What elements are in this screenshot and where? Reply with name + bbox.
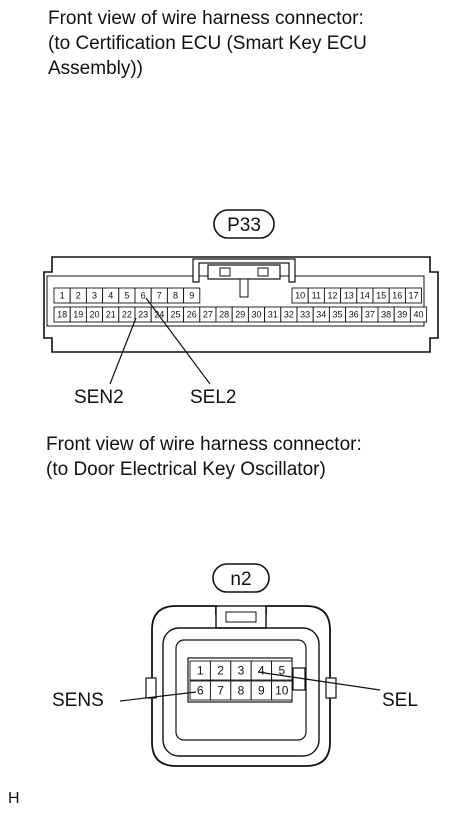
label-sel2: SEL2	[190, 387, 237, 408]
pin-number: 38	[381, 310, 391, 320]
pin-number: 13	[344, 291, 354, 301]
pin-number: 14	[360, 291, 370, 301]
leader-line-sel2	[145, 297, 211, 385]
pin-number: 18	[57, 310, 67, 320]
pin-number: 10	[295, 291, 305, 301]
connector-p33-lock-slot-right	[257, 267, 269, 277]
pin-number: 34	[316, 310, 326, 320]
pin-number: 3	[92, 291, 97, 301]
connector-n2-cavity	[175, 639, 307, 741]
pin-number: 7	[157, 291, 162, 301]
pin-cavity	[183, 287, 201, 304]
connector-n2-inner-wall	[162, 627, 320, 757]
pin-cavity	[271, 680, 293, 701]
pin-number: 12	[327, 291, 337, 301]
pin-number: 33	[300, 310, 310, 320]
caption-oscillator-line2: (to Door Electrical Key Oscillator)	[46, 459, 326, 480]
caption-ecu-line2: (to Certification ECU (Smart Key ECU	[48, 33, 367, 54]
connector-code-badge-n2	[212, 563, 270, 593]
pin-number: 29	[235, 310, 245, 320]
leader-line-sel	[257, 671, 381, 691]
caption-ecu-connector: Front view of wire harness connector: (t…	[48, 6, 367, 81]
pin-number: 3	[238, 664, 245, 678]
pin-number: 7	[217, 684, 224, 698]
connector-p33-lock-slot-left	[219, 267, 231, 277]
pin-number: 2	[217, 664, 224, 678]
pin-number: 17	[408, 291, 418, 301]
connector-n2-latch-inner	[225, 611, 257, 623]
pin-number: 8	[238, 684, 245, 698]
pin-number: 40	[413, 310, 423, 320]
pin-number: 16	[392, 291, 402, 301]
leader-line-sen2	[109, 317, 137, 385]
pin-number: 36	[349, 310, 359, 320]
pin-number: 25	[170, 310, 180, 320]
pin-number: 5	[124, 291, 129, 301]
label-sel: SEL	[382, 690, 418, 711]
pin-number: 15	[376, 291, 386, 301]
pin-number: 5	[278, 664, 285, 678]
pin-number: 24	[154, 310, 164, 320]
pin-cavity	[409, 306, 428, 323]
pin-number: 4	[258, 664, 265, 678]
pin-number: 4	[108, 291, 113, 301]
pin-number: 19	[73, 310, 83, 320]
pin-number: 11	[312, 291, 321, 301]
pin-number: 28	[219, 310, 229, 320]
label-sen2: SEN2	[74, 387, 124, 408]
pin-number: 6	[197, 684, 204, 698]
pin-number: 20	[89, 310, 99, 320]
pin-number: 30	[251, 310, 261, 320]
connector-p33-lock-tab	[192, 258, 296, 283]
footer-letter: H	[8, 790, 20, 807]
connector-code-p33: P33	[227, 215, 261, 236]
pin-number: 1	[60, 291, 65, 301]
connector-n2-notch-right	[325, 677, 337, 699]
caption-ecu-line1: Front view of wire harness connector:	[48, 8, 364, 29]
pin-cavity	[404, 287, 423, 304]
pin-number: 21	[106, 310, 116, 320]
label-sens: SENS	[52, 690, 104, 711]
pin-number: 35	[332, 310, 342, 320]
connector-n2-notch-left	[145, 677, 157, 699]
connector-p33-housing	[43, 256, 439, 353]
pin-number: 23	[138, 310, 148, 320]
pin-number: 26	[187, 310, 197, 320]
pin-number: 9	[258, 684, 265, 698]
leader-line-sens	[119, 691, 197, 702]
connector-p33-lock-post	[239, 278, 249, 298]
pin-number: 37	[365, 310, 375, 320]
connector-code-badge-p33	[213, 209, 275, 239]
pin-number: 32	[284, 310, 294, 320]
connector-code-n2: n2	[230, 569, 251, 590]
caption-oscillator-connector: Front view of wire harness connector: (t…	[46, 432, 362, 482]
pin-number: 27	[203, 310, 213, 320]
pin-number: 39	[397, 310, 407, 320]
connector-p33-lock-inner	[207, 264, 281, 280]
pin-number: 31	[268, 310, 278, 320]
pin-number: 2	[76, 291, 81, 301]
caption-oscillator-line1: Front view of wire harness connector:	[46, 434, 362, 455]
pin-number: 1	[197, 664, 204, 678]
pin-number: 9	[189, 291, 194, 301]
caption-ecu-line3: Assembly))	[48, 58, 144, 79]
pin-number: 22	[122, 310, 132, 320]
pin-number: 6	[141, 291, 146, 301]
pin-number: 10	[275, 684, 289, 698]
pin-number: 8	[173, 291, 178, 301]
